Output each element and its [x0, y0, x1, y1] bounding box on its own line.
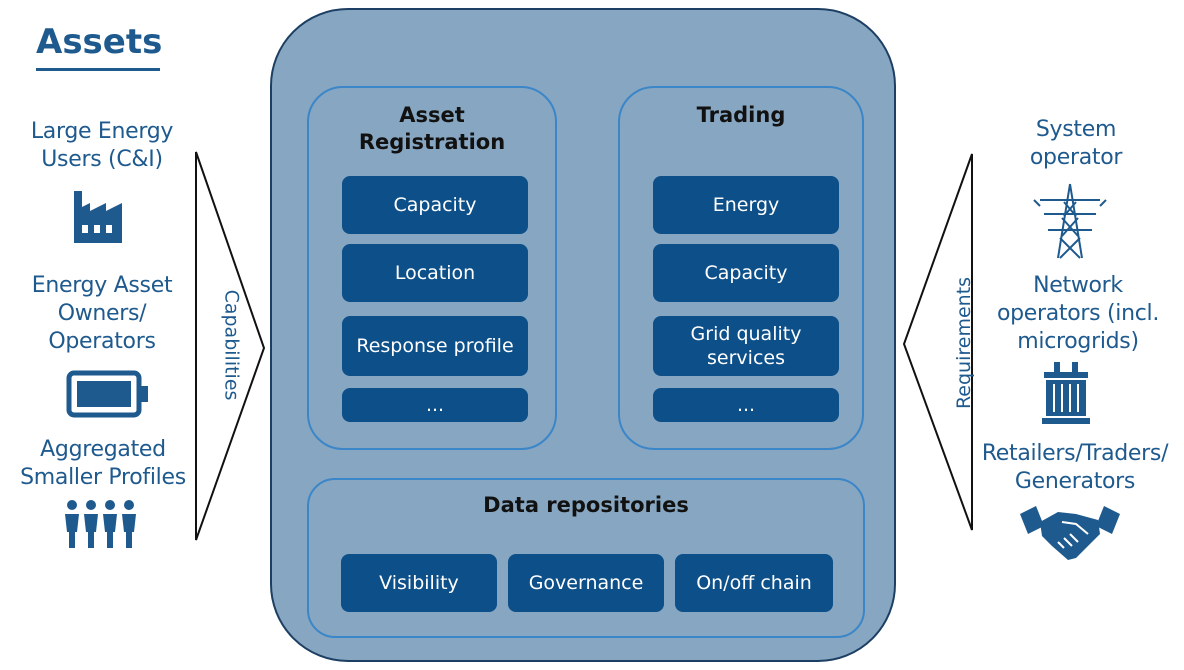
asset-group-label-line: Energy Asset	[31, 273, 173, 298]
requirement-group-network-operators: Network operators (incl. microgrids)	[980, 272, 1176, 356]
asset-response-profile-box: Response profile	[342, 316, 528, 376]
requirement-group-retailers: Retailers/Traders/ Generators	[972, 440, 1178, 496]
panel-title-line: Asset	[399, 103, 465, 127]
asset-group-label-line: Users (C&I)	[41, 147, 163, 172]
assets-title: Assets	[36, 22, 163, 62]
requirement-group-label-line: operator	[1029, 145, 1123, 170]
asset-group-label-line: Aggregated	[40, 437, 166, 462]
visibility-box: Visibility	[341, 554, 497, 612]
trading-energy-box: Energy	[653, 176, 839, 234]
trading-panel: Trading Energy Capacity Grid quality ser…	[618, 86, 864, 450]
asset-more-box: ...	[342, 388, 528, 422]
requirement-group-label-line: Generators	[1014, 469, 1136, 494]
transmission-tower-icon	[1033, 183, 1107, 259]
asset-group-label-line: Owners/	[57, 301, 147, 326]
asset-registration-title: Asset Registration	[309, 102, 555, 156]
grid-quality-line: Grid quality	[690, 323, 802, 345]
requirements-label: Requirements	[953, 276, 976, 410]
factory-icon	[74, 191, 122, 243]
trading-title: Trading	[620, 102, 862, 129]
requirement-group-label-line: operators (incl.	[996, 301, 1160, 326]
capabilities-label: Capabilities	[220, 289, 243, 401]
data-repositories-title: Data repositories	[483, 493, 689, 517]
asset-group-large-energy-users: Large Energy Users (C&I)	[12, 118, 192, 174]
trading-capacity-box: Capacity	[653, 244, 839, 302]
asset-group-label-line: Large Energy	[30, 119, 174, 144]
transformer-icon	[1042, 362, 1090, 424]
on-off-chain-box: On/off chain	[675, 554, 833, 612]
requirements-arrow	[902, 153, 973, 531]
asset-group-aggregated-profiles: Aggregated Smaller Profiles	[8, 436, 198, 492]
requirement-group-label-line: Retailers/Traders/	[981, 441, 1169, 466]
data-repositories-panel: Data repositories Visibility Governance …	[307, 478, 865, 638]
requirement-group-label-line: microgrids)	[1017, 329, 1139, 354]
people-group-icon	[65, 500, 136, 548]
governance-box: Governance	[508, 554, 664, 612]
platform-container: Asset Registration Capacity Location Res…	[270, 8, 896, 662]
asset-capacity-box: Capacity	[342, 176, 528, 234]
requirement-group-label-line: Network	[1033, 273, 1123, 298]
handshake-icon	[1020, 506, 1120, 560]
trading-more-box: ...	[653, 388, 839, 422]
asset-location-box: Location	[342, 244, 528, 302]
requirement-group-system-operator: System operator	[996, 116, 1156, 172]
panel-title-line: Registration	[358, 130, 506, 154]
asset-registration-panel: Asset Registration Capacity Location Res…	[307, 86, 557, 450]
asset-group-label-line: Smaller Profiles	[20, 465, 186, 490]
trading-grid-quality-box: Grid quality services	[653, 316, 839, 376]
asset-group-label-line: Operators	[48, 329, 156, 354]
requirement-group-label-line: System	[1035, 117, 1117, 142]
assets-title-underline	[36, 68, 160, 71]
panel-title-line: Trading	[696, 103, 786, 127]
battery-icon	[66, 370, 148, 418]
capabilities-arrow	[195, 151, 266, 541]
grid-quality-line: services	[707, 347, 785, 369]
asset-group-energy-asset-owners: Energy Asset Owners/ Operators	[12, 272, 192, 356]
